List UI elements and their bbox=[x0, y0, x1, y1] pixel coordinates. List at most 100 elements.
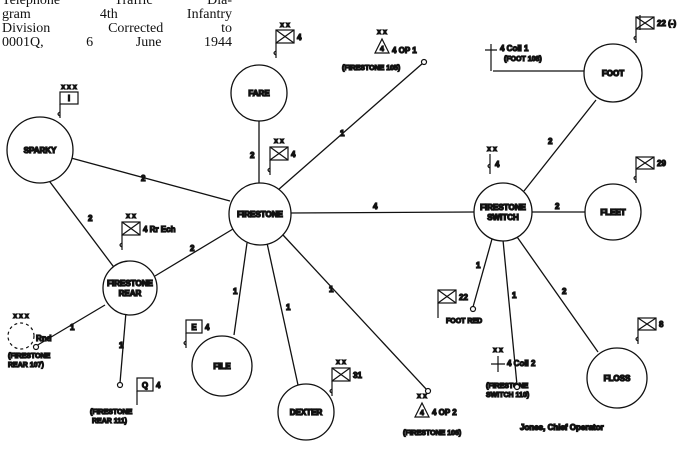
node-dexter bbox=[277, 383, 335, 441]
link-switch-footred bbox=[472, 238, 493, 308]
infantry-flag-icon bbox=[331, 367, 351, 382]
dashed-unit-icon bbox=[7, 322, 35, 350]
echelon-mark: x x bbox=[377, 29, 387, 36]
link-count: 2 bbox=[190, 244, 195, 253]
link-switch-coll2 bbox=[502, 239, 518, 386]
op-station: (FIRESTONE 106) bbox=[403, 430, 461, 437]
echelon-mark: x x bbox=[493, 347, 503, 354]
flag-text: 4 bbox=[291, 150, 296, 159]
link-rear-rnd bbox=[35, 304, 106, 347]
infantry-flag-icon bbox=[637, 317, 657, 331]
node-label: FIRESTONE bbox=[237, 210, 283, 219]
link-count: 2 bbox=[555, 202, 560, 211]
flag-text: 4 bbox=[495, 160, 500, 169]
infantry-flag-icon bbox=[275, 29, 295, 44]
coll-label: 4 Coll 2 bbox=[507, 359, 536, 368]
rnd-station: (FIRESTONE bbox=[8, 353, 51, 360]
observation-post-icon bbox=[414, 401, 430, 418]
flag-box bbox=[185, 319, 203, 334]
echelon-mark: x x x bbox=[61, 84, 77, 91]
flag-box bbox=[136, 377, 154, 392]
flag-text: 4 bbox=[297, 33, 302, 42]
flag-text: 8 bbox=[659, 320, 664, 329]
telephone-staff-icon bbox=[267, 160, 271, 175]
sparky-hq-flag: x x x I bbox=[57, 83, 79, 118]
infantry-flag-icon bbox=[121, 221, 141, 236]
connection-lines bbox=[35, 62, 599, 391]
caption-line: Division Corrected to bbox=[2, 21, 232, 36]
node-floss bbox=[586, 347, 648, 409]
dexter-unit-flag: x x 31 bbox=[329, 358, 363, 396]
rnd-label: Rnd bbox=[36, 334, 52, 343]
terminal-icon bbox=[469, 305, 477, 313]
echelon-mark: x x bbox=[126, 213, 136, 220]
infantry-cross-icon bbox=[437, 289, 457, 304]
link-firestone-file bbox=[233, 242, 248, 336]
signature: Jones, Chief Operator bbox=[520, 423, 604, 432]
link-count: 1 bbox=[329, 285, 334, 294]
flag-text: 22 bbox=[459, 293, 468, 302]
link-count: 2 bbox=[141, 174, 146, 183]
link-sparky-rear bbox=[46, 177, 117, 271]
station-nodes: SPARKY FARE FIRESTONE FIRESTONE REAR FIR… bbox=[6, 43, 648, 441]
collecting-point-icon bbox=[491, 356, 505, 372]
node-label: FILE bbox=[213, 362, 231, 371]
echelon-mark: x x x bbox=[13, 313, 29, 320]
telephone-staff-icon bbox=[635, 330, 639, 344]
terminal-icon bbox=[32, 343, 40, 351]
foot-red-label: FOOT RED bbox=[446, 318, 482, 325]
op-station: (FIRESTONE 105) bbox=[342, 65, 400, 72]
op1-post: x x 4 4 OP 1 (FIRESTONE 105) bbox=[341, 28, 428, 73]
q-unit-flag: Q 4 (FIRESTONE REAR 111) bbox=[89, 377, 162, 426]
rnd-post: x x x Rnd (FIRESTONE REAR 107) bbox=[7, 312, 52, 370]
link-count: 1 bbox=[286, 303, 291, 312]
diagram-caption: Telephone Traffic Dia- gram 4th Infantry… bbox=[2, 0, 232, 50]
infantry-cross-icon bbox=[121, 221, 141, 236]
op-digit: 4 bbox=[420, 410, 424, 417]
firestone-unit-flag: x x 4 bbox=[267, 137, 297, 175]
node-label: FOOT bbox=[602, 69, 624, 78]
flag-text: 29 bbox=[657, 159, 666, 168]
link-count: 2 bbox=[88, 214, 93, 223]
link-switch-foot bbox=[523, 99, 597, 192]
link-rear-firestone bbox=[154, 228, 234, 277]
terminal-icon bbox=[116, 381, 124, 389]
caption-line: Telephone Traffic Dia- bbox=[2, 0, 232, 8]
op2-post: x x 4 4 OP 2 (FIRESTONE 106) bbox=[402, 387, 462, 438]
switch-unit-flag: x x 4 bbox=[487, 145, 501, 174]
echelon-mark: x x bbox=[336, 359, 346, 366]
foot-red-flag: 22 FOOT RED bbox=[437, 289, 483, 326]
node-label: SPARKY bbox=[24, 146, 57, 155]
link-rear-q bbox=[119, 311, 127, 384]
flag-text: 4 Rr Ech bbox=[143, 225, 176, 234]
telephone-staff-icon bbox=[487, 154, 491, 174]
telephone-staff-icon bbox=[119, 235, 123, 250]
terminal-icon bbox=[424, 387, 432, 395]
node-sparky bbox=[6, 116, 74, 184]
infantry-cross-icon bbox=[635, 16, 655, 30]
flag-num: 4 bbox=[156, 381, 161, 390]
echelon-mark: x x bbox=[417, 393, 427, 400]
node-label: DEXTER bbox=[290, 408, 323, 417]
caption-line: 0001Q, 6 June 1944 bbox=[2, 35, 232, 50]
link-count: 1 bbox=[119, 341, 124, 350]
link-count: 2 bbox=[250, 151, 255, 160]
flag-text: 22 (-) bbox=[657, 19, 676, 28]
telephone-staff-icon bbox=[57, 104, 61, 118]
echelon-mark: x x bbox=[280, 22, 290, 29]
coll-station: (FIRESTONE bbox=[486, 383, 529, 390]
infantry-cross-icon bbox=[269, 146, 289, 161]
infantry-flag-icon bbox=[635, 156, 655, 170]
node-foot bbox=[583, 43, 643, 103]
node-firestone-rear bbox=[102, 260, 158, 316]
collecting-point-icon bbox=[485, 44, 497, 56]
flag-box bbox=[59, 91, 79, 105]
node-label: FIRESTONE bbox=[480, 203, 526, 212]
infantry-cross-icon bbox=[275, 29, 295, 44]
coll2-post: x x 4 Coll 2 (FIRESTONE SWITCH 110) bbox=[485, 346, 536, 399]
telephone-staff-icon bbox=[633, 169, 637, 183]
link-count: 1 bbox=[70, 323, 75, 332]
q-station: REAR 111) bbox=[92, 418, 127, 425]
link-count: 1 bbox=[233, 287, 238, 296]
